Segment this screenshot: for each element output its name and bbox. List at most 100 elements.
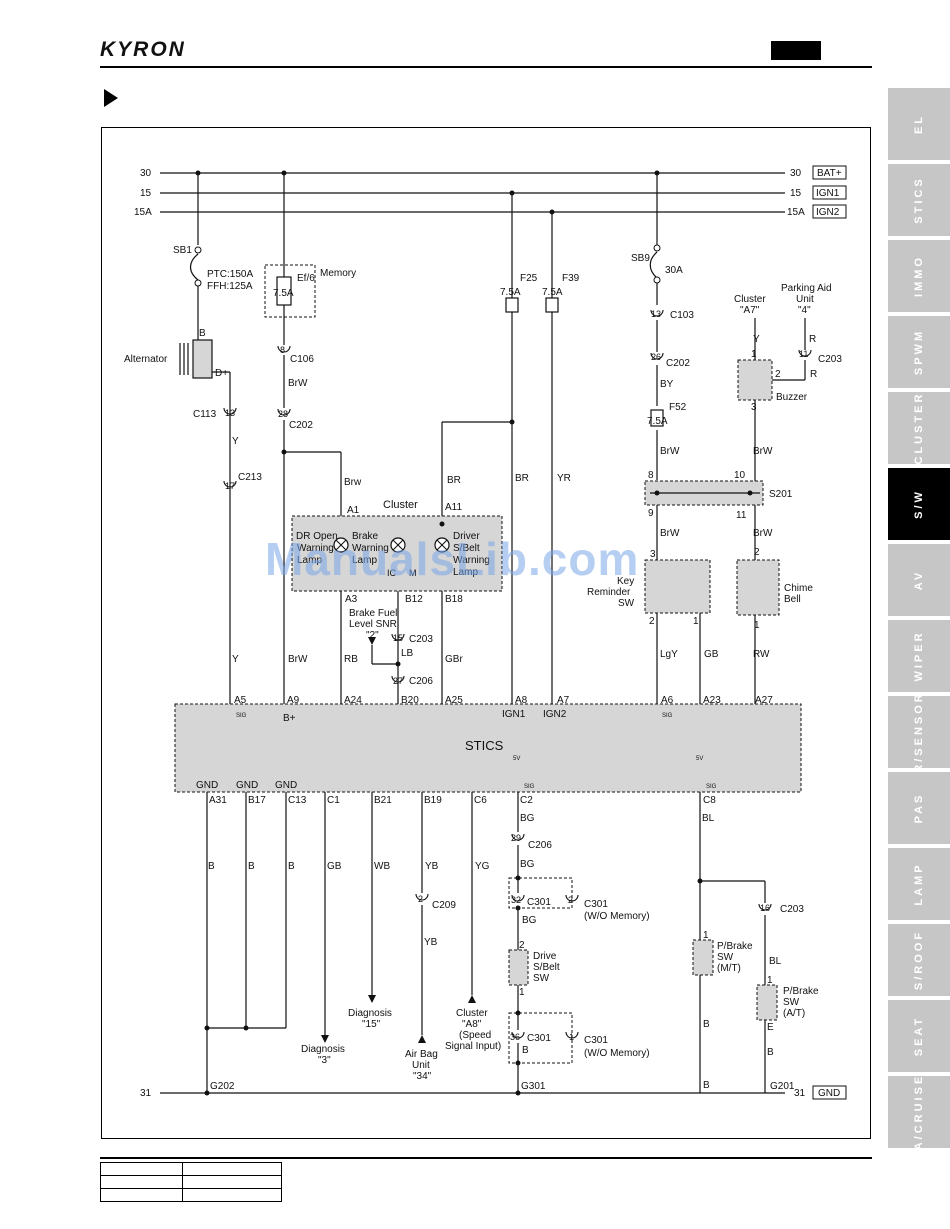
- label: (A/T): [783, 1008, 805, 1019]
- label: 11: [799, 349, 808, 359]
- label: BG: [520, 813, 535, 824]
- label: SIG: [524, 784, 535, 790]
- tab-wiper[interactable]: WIPER: [888, 620, 950, 692]
- cluster-title: Cluster: [383, 499, 418, 511]
- label: SW: [618, 598, 635, 609]
- tab-rsensor[interactable]: R/SENSOR: [888, 691, 950, 773]
- label: GBr: [445, 654, 463, 665]
- alternator-label: Alternator: [124, 354, 168, 365]
- cluster-box: [291, 515, 503, 592]
- bus-31-right-label: 31: [794, 1088, 806, 1099]
- alternator-icon: [192, 339, 213, 379]
- label: C203: [780, 904, 804, 915]
- bus-15a-label: 15A: [134, 207, 152, 218]
- label: Brake Fuel: [349, 608, 397, 619]
- label: A24: [344, 695, 362, 706]
- label: PTC:150A: [207, 269, 253, 280]
- tab-cluster[interactable]: CLUSTER: [888, 392, 950, 464]
- label: BR: [515, 473, 529, 484]
- connector-c202-icon: [277, 408, 291, 416]
- label: FFH:125A: [207, 281, 253, 292]
- pbrake-mt-box: [692, 939, 714, 976]
- label: BrW: [753, 528, 773, 539]
- label: Level SNR: [349, 619, 397, 630]
- label: Diagnosis: [348, 1008, 392, 1019]
- tab-pas[interactable]: PAS: [888, 772, 950, 844]
- bus-30-right-label: 30: [790, 168, 802, 179]
- tab-lamp[interactable]: LAMP: [888, 848, 950, 920]
- connector-c301c-icon: [511, 1031, 525, 1039]
- label: R: [810, 369, 817, 380]
- label: WB: [374, 861, 390, 872]
- label: Lamp: [352, 555, 377, 566]
- tab-seat[interactable]: SEAT: [888, 1000, 950, 1072]
- footer-rule: [100, 1157, 872, 1159]
- label: BrW: [288, 378, 308, 389]
- label: S201: [769, 489, 793, 500]
- label: Lamp: [453, 567, 478, 578]
- label: B+: [283, 713, 296, 724]
- label: R: [809, 334, 816, 345]
- label: C203: [409, 634, 433, 645]
- label: C1: [327, 795, 340, 806]
- label: GB: [327, 861, 342, 872]
- section-arrow-icon: [104, 89, 118, 107]
- label: LB: [401, 648, 414, 659]
- label: 5V: [513, 756, 520, 762]
- tab-spwm[interactable]: SPWM: [888, 316, 950, 388]
- diagram-frame: [101, 127, 871, 1139]
- label: Reminder: [587, 587, 631, 598]
- label: G202: [210, 1081, 235, 1092]
- ign2-tag: IGN2: [816, 207, 840, 218]
- tab-sw[interactable]: S/W: [888, 468, 950, 540]
- label: Warning: [297, 543, 334, 554]
- bus-15a-right-label: 15A: [787, 207, 805, 218]
- tab-stics[interactable]: STICS: [888, 164, 950, 236]
- label: Buzzer: [776, 392, 808, 403]
- connector-c203b-icon: [798, 349, 812, 357]
- arrow-up-icon: [468, 995, 476, 1003]
- label: Parking Aid: [781, 283, 832, 294]
- label: BrW: [660, 446, 680, 457]
- connector-c203-icon: [391, 633, 405, 641]
- label: B: [703, 1080, 710, 1091]
- tab-sroof[interactable]: S/ROOF: [888, 924, 950, 996]
- label: BrW: [288, 654, 308, 665]
- label: SIG: [706, 784, 717, 790]
- bus-tag-bat: [812, 165, 847, 180]
- label: 28: [278, 409, 288, 419]
- label: SW: [533, 973, 550, 984]
- connector-c206-icon: [391, 675, 405, 683]
- label: BG: [520, 859, 535, 870]
- label: C2: [520, 795, 533, 806]
- label: (Speed: [459, 1030, 491, 1041]
- label: "4": [798, 305, 811, 316]
- label: 3: [751, 402, 757, 413]
- label: A7: [557, 695, 570, 706]
- tab-av[interactable]: AV: [888, 544, 950, 616]
- bus-31-label: 31: [140, 1088, 152, 1099]
- label: Y: [753, 334, 760, 345]
- label: 36: [510, 1032, 520, 1042]
- label: 2: [418, 894, 423, 904]
- label: A9: [287, 695, 300, 706]
- label: Drive: [533, 951, 557, 962]
- tab-acruise[interactable]: A/CRUISE: [888, 1074, 950, 1150]
- label: A3: [345, 594, 358, 605]
- tab-el[interactable]: EL: [888, 88, 950, 160]
- watermark: ManualsLib.com: [265, 533, 640, 585]
- pbrake-at-box: [756, 984, 778, 1021]
- label: B: [208, 861, 215, 872]
- label: 1: [754, 620, 760, 631]
- label: A6: [661, 695, 674, 706]
- label: 7.5A: [273, 288, 294, 299]
- c301-upper-box: [508, 877, 573, 909]
- label: Bell: [784, 594, 801, 605]
- connector-c103-icon: [650, 309, 664, 317]
- label: "34": [413, 1071, 432, 1082]
- label: BG: [522, 915, 537, 926]
- drive-sw-box: [508, 949, 529, 986]
- tab-immo[interactable]: IMMO: [888, 240, 950, 312]
- label: C113: [193, 409, 217, 420]
- label: C206: [528, 840, 552, 851]
